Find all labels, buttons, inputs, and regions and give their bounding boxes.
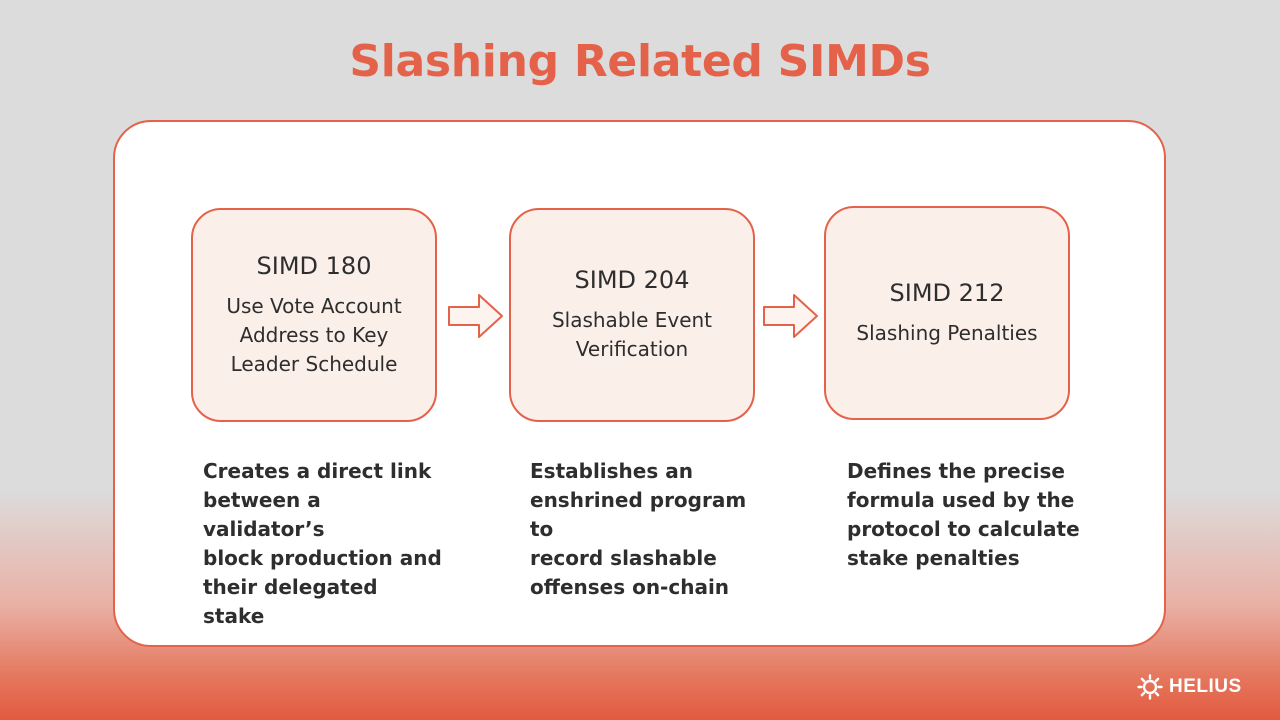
simd-204-note: Establishes an enshrined program to reco… bbox=[530, 457, 770, 602]
page-title: Slashing Related SIMDs bbox=[349, 36, 931, 87]
description-line: Verification bbox=[575, 337, 689, 361]
description-line: Leader Schedule bbox=[230, 351, 398, 376]
simd-204-box: SIMD 204 Slashable Event Verification bbox=[509, 208, 755, 422]
note-line: block production and bbox=[203, 546, 442, 570]
simd-description: Use Vote Account Address to Key Leader S… bbox=[214, 292, 413, 379]
simd-description: Slashing Penalties bbox=[844, 319, 1049, 348]
simd-label: SIMD 212 bbox=[889, 278, 1005, 307]
helius-sun-icon bbox=[1137, 674, 1163, 700]
arrow-right-icon bbox=[763, 294, 818, 338]
note-line: record slashable bbox=[530, 546, 717, 570]
logo-text: HELIUS bbox=[1169, 676, 1242, 697]
note-line: Creates a direct link bbox=[203, 459, 432, 483]
simd-description: Slashable Event Verification bbox=[540, 306, 724, 364]
description-line: Use Vote Account bbox=[226, 293, 402, 318]
simd-212-box: SIMD 212 Slashing Penalties bbox=[824, 206, 1070, 420]
description-line: Address to Key bbox=[239, 322, 389, 347]
simd-label: SIMD 180 bbox=[256, 251, 372, 280]
note-line: formula used by the bbox=[847, 488, 1075, 512]
simd-212-note: Defines the precise formula used by the … bbox=[847, 457, 1087, 573]
note-line: their delegated stake bbox=[203, 575, 378, 628]
note-line: protocol to calculate bbox=[847, 517, 1080, 541]
helius-logo: HELIUS bbox=[1137, 674, 1242, 700]
note-line: offenses on-chain bbox=[530, 575, 730, 599]
simd-180-note: Creates a direct link between a validato… bbox=[203, 457, 443, 631]
note-line: Defines the precise bbox=[847, 459, 1065, 483]
arrow-right-icon bbox=[448, 294, 503, 338]
simd-label: SIMD 204 bbox=[574, 266, 690, 294]
note-line: enshrined program to bbox=[530, 488, 747, 541]
note-line: between a validator’s bbox=[203, 488, 325, 541]
description-line: Slashing Penalties bbox=[856, 320, 1038, 345]
note-line: Establishes an bbox=[530, 459, 693, 483]
simd-180-box: SIMD 180 Use Vote Account Address to Key… bbox=[191, 208, 437, 422]
description-line: Slashable Event bbox=[551, 308, 713, 332]
note-line: stake penalties bbox=[847, 546, 1020, 570]
